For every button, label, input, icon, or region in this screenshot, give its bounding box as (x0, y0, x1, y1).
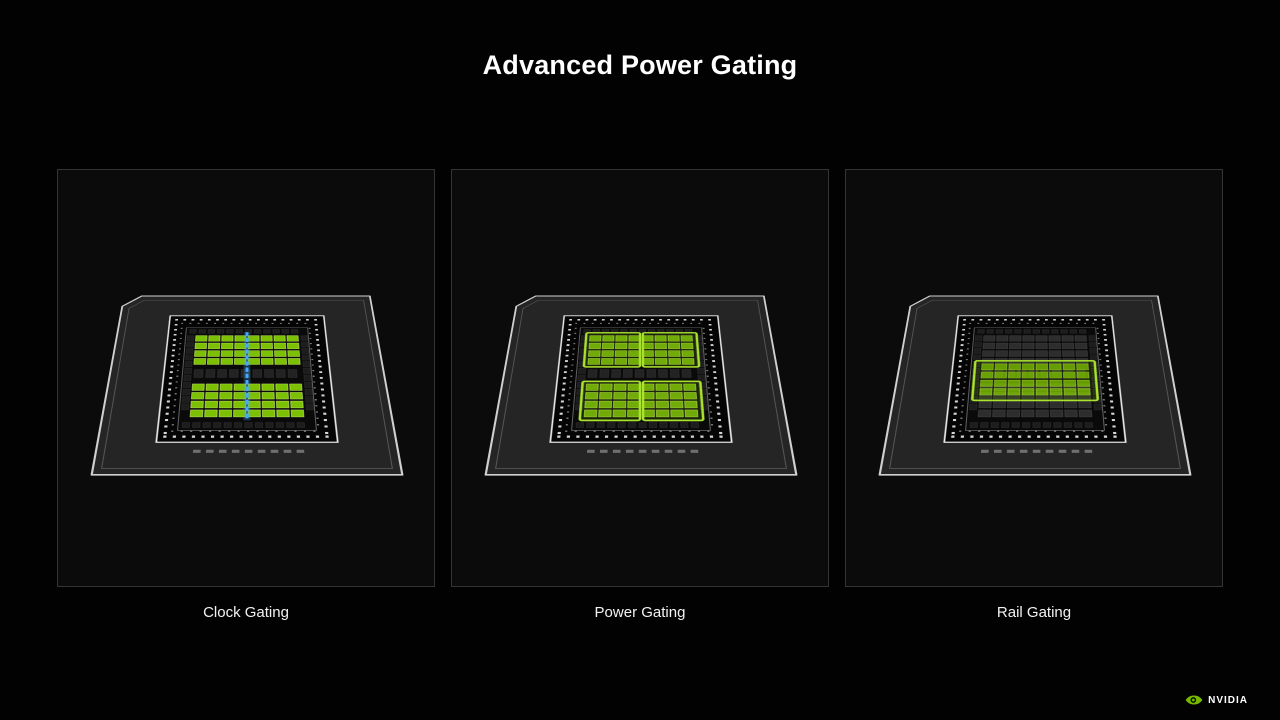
caption-clock-gating: Clock Gating (203, 604, 289, 621)
caption-rail-gating: Rail Gating (996, 604, 1072, 621)
slide-title: Advanced Power Gating (482, 50, 798, 80)
panel-clock-gating (57, 169, 435, 587)
gpu-die-illustration-rail-gating (867, 291, 1203, 483)
gpu-package-scene-clock (79, 291, 415, 483)
caption-power-gating: Power Gating (594, 604, 686, 621)
nvidia-wordmark: NVIDIA (1208, 694, 1248, 706)
gpu-package-scene-rail (867, 291, 1203, 483)
gpu-package-scene-power (473, 291, 809, 483)
nvidia-eye-icon (1185, 695, 1203, 705)
nvidia-logo: NVIDIA (1185, 694, 1248, 706)
gpu-die-illustration-clock-gating (79, 291, 415, 483)
panel-power-gating (451, 169, 829, 587)
gpu-die-illustration-power-gating (473, 291, 809, 483)
panel-rail-gating (845, 169, 1223, 587)
